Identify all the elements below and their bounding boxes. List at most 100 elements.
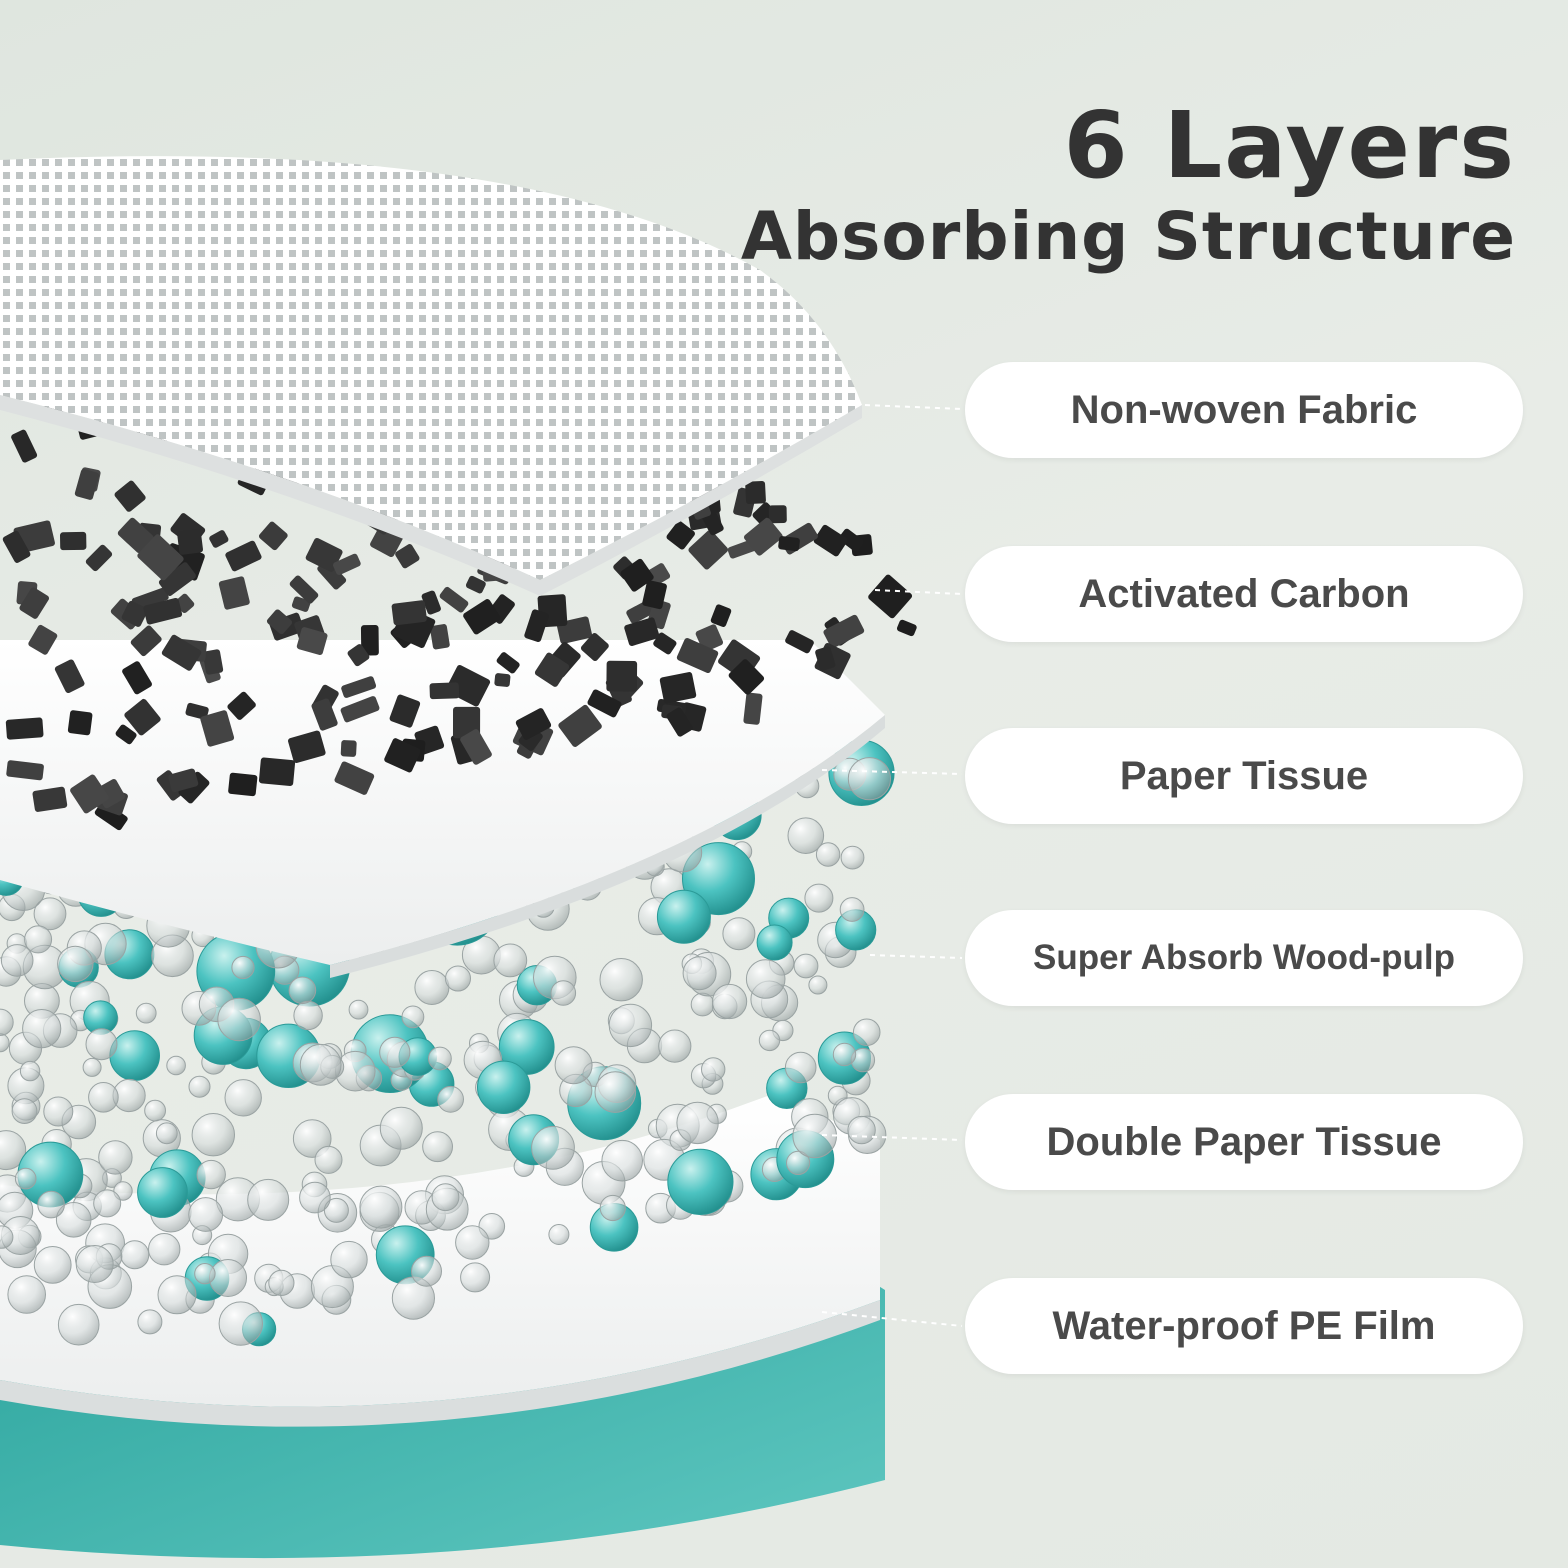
clear-bead (682, 956, 717, 991)
clear-bead (330, 1240, 368, 1279)
layer-label-super-absorb-wood-pulp: Super Absorb Wood-pulp (965, 910, 1523, 1006)
carbon-chunk (460, 729, 492, 765)
clear-bead (217, 997, 261, 1042)
clear-bead (712, 983, 748, 1020)
clear-bead (191, 1113, 236, 1157)
clear-bead (701, 1057, 726, 1082)
clear-bead (847, 1115, 876, 1145)
carbon-chunk (121, 600, 148, 627)
clear-bead (166, 1055, 186, 1076)
carbon-chunk (131, 587, 169, 611)
clear-bead (188, 1075, 211, 1098)
clear-bead (784, 1051, 817, 1084)
clear-bead (293, 1000, 323, 1031)
carbon-chunk (74, 468, 100, 500)
clear-bead (75, 1245, 114, 1283)
carbon-chunk (624, 617, 660, 646)
clear-bead (745, 959, 786, 999)
clear-bead (804, 883, 834, 913)
clear-bead (314, 1145, 343, 1174)
carbon-chunk (421, 590, 441, 615)
carbon-chunk (122, 661, 152, 695)
carbon-chunk (868, 574, 913, 619)
carbon-chunk (384, 738, 421, 773)
gel-bead (656, 889, 711, 944)
carbon-chunk (334, 761, 375, 795)
clear-bead (793, 953, 819, 979)
clear-bead (22, 1009, 62, 1049)
clear-bead (85, 1028, 118, 1061)
page-title: 6 Layers (1063, 92, 1516, 199)
carbon-chunk (227, 691, 256, 720)
clear-bead (531, 1125, 575, 1170)
carbon-chunk (494, 673, 511, 687)
carbon-chunk (838, 528, 864, 552)
layer-label-activated-carbon: Activated Carbon (965, 546, 1523, 642)
carbon-chunk (266, 609, 293, 635)
clear-bead (55, 1202, 92, 1238)
carbon-chunk (743, 517, 783, 556)
carbon-chunk (177, 529, 203, 555)
carbon-chunk (85, 544, 113, 572)
carbon-chunk (465, 575, 486, 594)
leader-line-tissue (821, 769, 963, 775)
carbon-chunk (768, 505, 787, 524)
clear-bead (658, 1029, 692, 1063)
carbon-chunk (5, 717, 44, 740)
clear-bead (268, 1269, 295, 1297)
carbon-chunk (688, 530, 729, 570)
carbon-chunk (185, 702, 209, 720)
carbon-chunk (896, 619, 917, 637)
clear-bead (299, 1043, 342, 1086)
carbon-chunk (341, 676, 377, 698)
carbon-chunk (496, 652, 520, 674)
carbon-chunk (228, 772, 258, 797)
carbon-chunk (32, 786, 68, 812)
carbon-chunk (143, 597, 183, 625)
leader-line-woodpulp (869, 954, 963, 959)
clear-bead (840, 845, 865, 870)
carbon-chunk (258, 757, 296, 786)
clear-bead (601, 1139, 644, 1182)
carbon-chunk (676, 638, 719, 674)
clear-bead (144, 1099, 167, 1122)
page-subtitle: Absorbing Structure (740, 198, 1516, 275)
clear-bead (194, 1263, 216, 1285)
carbon-chunk (515, 708, 552, 740)
clear-bead (43, 1096, 74, 1127)
clear-bead (231, 955, 255, 980)
clear-bead (428, 1046, 452, 1071)
clear-bead (594, 1071, 637, 1113)
carbon-chunk (6, 760, 44, 781)
carbon-chunk (524, 609, 549, 642)
gel-bead (756, 924, 793, 961)
clear-bead (815, 842, 841, 867)
carbon-chunk (587, 689, 622, 718)
carbon-chunk (70, 774, 109, 814)
carbon-chunk (823, 614, 865, 649)
clear-bead (224, 1079, 262, 1117)
non-woven-fabric-layer (0, 156, 862, 580)
clear-bead (155, 1122, 178, 1145)
gel-bead (109, 1030, 160, 1081)
carbon-chunk (642, 580, 667, 610)
carbon-chunk (347, 644, 370, 667)
clear-bead (401, 1005, 425, 1029)
carbon-chunk (168, 768, 199, 793)
carbon-chunk (158, 562, 196, 596)
clear-bead (120, 1240, 150, 1270)
clear-bead (218, 1301, 264, 1346)
carbon-chunk (389, 694, 421, 728)
clear-bead (422, 1131, 454, 1163)
clear-bead (608, 1003, 653, 1048)
clear-bead (460, 1262, 491, 1293)
layer-label-double-paper-tissue: Double Paper Tissue (965, 1094, 1523, 1190)
clear-bead (33, 897, 67, 931)
clear-bead (599, 958, 643, 1002)
clear-bead (445, 965, 471, 992)
clear-bead (786, 1150, 811, 1176)
clear-bead (24, 925, 53, 954)
clear-bead (359, 1185, 403, 1229)
clear-bead (379, 1036, 411, 1068)
